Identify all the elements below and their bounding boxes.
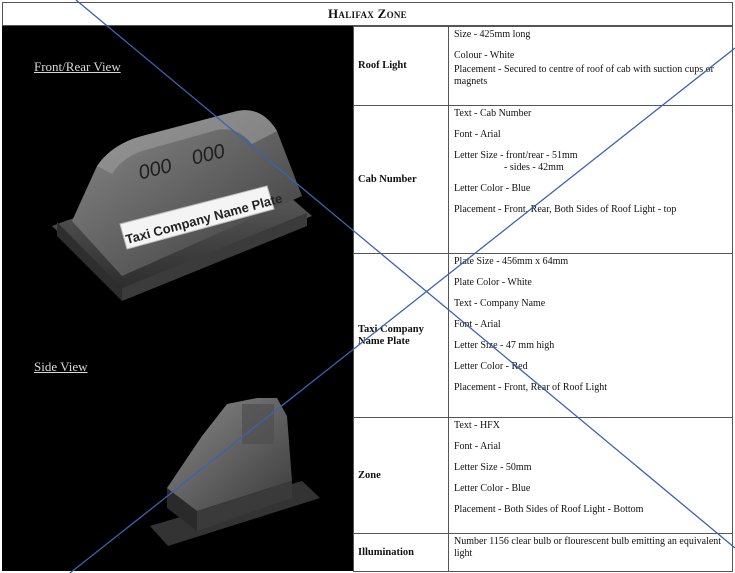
detail-line: Letter Size - front/rear - 51mm <box>454 150 578 161</box>
side-roof-light-image <box>150 398 320 546</box>
detail-line: Letter Size - 50mm <box>454 462 532 473</box>
table-row: Taxi Company Name Plate Plate Size - 456… <box>353 253 733 418</box>
category-label: Roof Light <box>353 26 449 106</box>
detail-line: Size - 425mm long <box>454 29 531 40</box>
front-rear-roof-light-image: 000 000 Taxi Company Name Plate <box>52 110 312 301</box>
category-label: Cab Number <box>353 105 449 254</box>
detail-cell: Text - HFX Font - Arial Letter Size - 50… <box>448 417 733 534</box>
detail-cell: Size - 425mm long Colour - White Placeme… <box>448 26 733 106</box>
detail-cell: Number 1156 clear bulb or flourescent bu… <box>448 533 733 572</box>
detail-line: Font - Arial <box>454 129 501 140</box>
page-title: Halifax Zone <box>2 2 733 26</box>
detail-line: Text - Cab Number <box>454 108 532 119</box>
detail-line: Font - Arial <box>454 441 501 452</box>
detail-line: Placement - Front, Rear of Roof Light <box>454 382 608 393</box>
detail-line: Letter Color - Red <box>454 361 528 372</box>
detail-line: Letter Color - Blue <box>454 183 531 194</box>
table-row: Illumination Number 1156 clear bulb or f… <box>353 533 733 572</box>
detail-line: - sides - 42mm <box>504 162 564 173</box>
category-label: Taxi Company Name Plate <box>353 253 449 418</box>
category-label: Zone <box>353 417 449 534</box>
detail-line: Text - Company Name <box>454 298 546 309</box>
detail-line: Placement - Both Sides of Roof Light - B… <box>454 504 644 515</box>
table-row: Zone Text - HFX Font - Arial Letter Size… <box>353 417 733 534</box>
category-label: Illumination <box>353 533 449 572</box>
side-view-label: Side View <box>34 359 88 374</box>
detail-line: Font - Arial <box>454 319 501 330</box>
detail-line: Plate Size - 456mm x 64mm <box>454 256 569 267</box>
roof-light-photo-panel: Front/Rear View 000 000 <box>2 26 353 571</box>
detail-cell: Text - Cab Number Font - Arial Letter Si… <box>448 105 733 254</box>
detail-line: Letter Color - Blue <box>454 483 531 494</box>
detail-line: Text - HFX <box>454 420 500 431</box>
table-row: Cab Number Text - Cab Number Font - Aria… <box>353 105 733 254</box>
detail-line: Colour - White <box>454 50 515 61</box>
detail-line: Placement - Front, Rear, Both Sides of R… <box>454 204 677 215</box>
detail-line: Number 1156 clear bulb or flourescent bu… <box>454 536 722 559</box>
roof-light-illustrations: 000 000 Taxi Company Name Plate <box>52 110 320 546</box>
table-row: Roof Light Size - 425mm long Colour - Wh… <box>353 26 733 106</box>
specification-table: Roof Light Size - 425mm long Colour - Wh… <box>353 26 733 572</box>
detail-cell: Plate Size - 456mm x 64mm Plate Color - … <box>448 253 733 418</box>
detail-line: Letter Size - 47 mm high <box>454 340 555 351</box>
detail-line: Plate Color - White <box>454 277 532 288</box>
detail-line: Placement - Secured to centre of roof of… <box>454 64 714 87</box>
